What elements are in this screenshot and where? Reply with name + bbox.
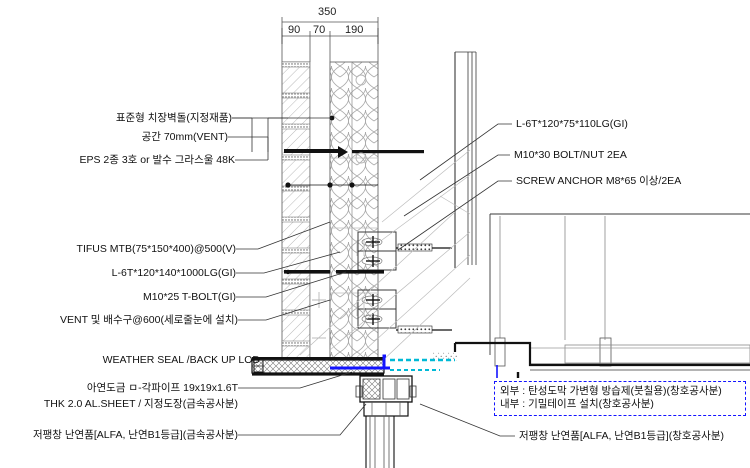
cavity-vent-hardware <box>312 74 367 339</box>
label-tifus-mtb: TIFUS MTB(75*150*400)@500(V) <box>76 243 236 255</box>
support-tie-bars <box>284 146 424 275</box>
brick-veneer <box>281 61 311 369</box>
label-screw-anchor: SCREW ANCHOR M8*65 이상/2EA <box>516 175 682 187</box>
leader-lines-left <box>228 115 367 436</box>
dimension-total: 350 <box>318 6 337 18</box>
label-al-sheet: THK 2.0 AL.SHEET / 지정도장(금속공사분) <box>43 398 238 410</box>
structural-wall <box>454 51 477 268</box>
note-box: 외부 : 탄성도막 가변형 방습제(붓칠용)(창호공사분) 내부 : 기밀테이프… <box>494 381 746 416</box>
ceiling-soffit <box>494 216 750 371</box>
label-insulation: EPS 2종 3호 or 발수 그라스울 48K <box>79 154 236 166</box>
label-angle-l6t: L-6T*120*140*1000LG(GI) <box>111 267 236 279</box>
screw-anchor-lower <box>396 325 452 334</box>
label-t-bolt: M10*25 T-BOLT(GI) <box>143 291 236 303</box>
label-foam-metal: 저팽창 난연품[ALFA, 난연B1등급](금속공사분) <box>32 429 238 441</box>
label-weather-seal: WEATHER SEAL /BACK UP LOD <box>102 354 260 366</box>
dimension-seg-1: 90 <box>288 24 301 36</box>
label-brick: 표준형 치장벽돌(지정재품) <box>115 112 232 124</box>
concrete-slab <box>432 341 750 367</box>
label-vent-drain: VENT 및 배수구@600(세로줄눈에 설치) <box>60 314 238 326</box>
dimension-seg-2: 70 <box>313 24 326 36</box>
note-line-exterior: 외부 : 탄성도막 가변형 방습제(붓칠용)(창호공사분) <box>500 385 722 397</box>
dimension-seg-3: 190 <box>345 24 364 36</box>
label-bolt-nut: M10*30 BOLT/NUT 2EA <box>514 149 627 161</box>
bracket-lower <box>357 289 452 334</box>
screw-anchor-upper <box>396 243 452 252</box>
window-frame <box>330 354 455 468</box>
label-foam-window: 저팽창 난연품[ALFA, 난연B1등급](창호공사분) <box>519 430 725 442</box>
note-line-interior: 내부 : 기밀테이프 설치(창호공사분) <box>500 398 654 410</box>
label-angle-l6t-110: L-6T*120*75*110LG(GI) <box>516 118 628 130</box>
leader-lines-right <box>397 123 520 437</box>
air-cavity <box>309 62 331 368</box>
interior-ceiling <box>489 213 750 355</box>
label-air-gap: 공간 70mm(VENT) <box>141 131 228 143</box>
dimension-lines <box>281 17 379 62</box>
label-square-pipe: 아연도금 ㅁ-각파이프 19x19x1.6T <box>86 382 238 394</box>
insulation-layer <box>329 61 379 369</box>
